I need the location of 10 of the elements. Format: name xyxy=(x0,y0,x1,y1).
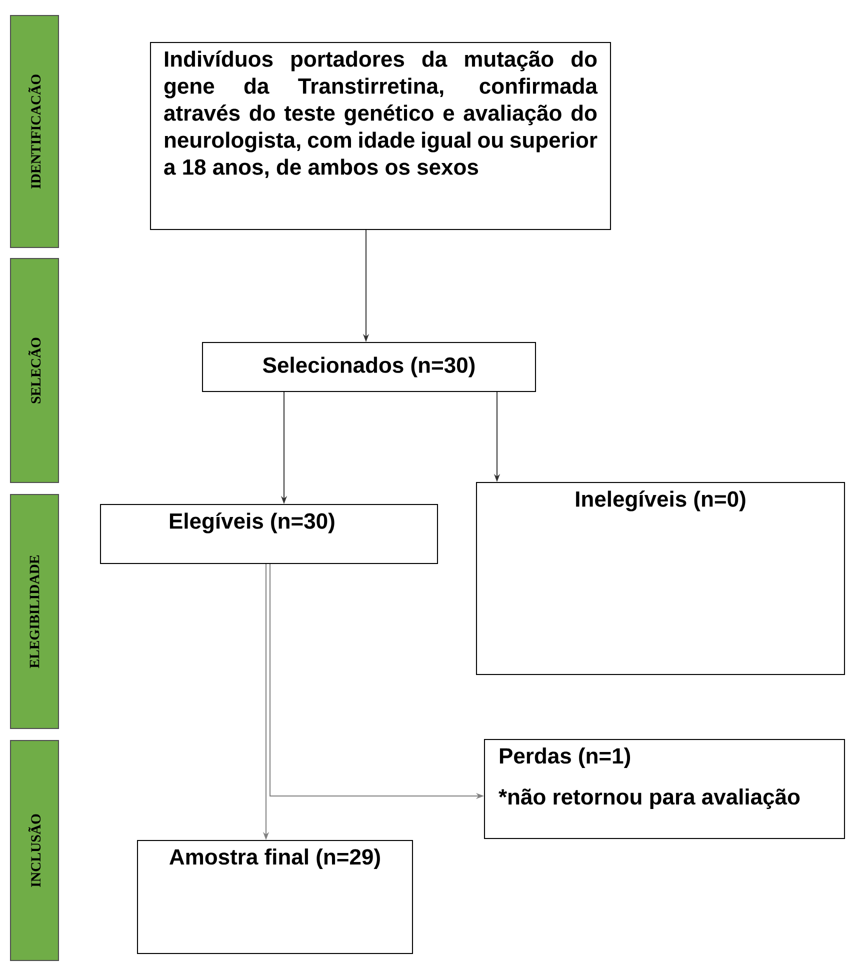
process-box: Amostra final (n=29) xyxy=(137,840,413,954)
process-box: Perdas (n=1) *não retornou para avaliação xyxy=(484,739,845,839)
process-box: Indivíduos portadores da mutação do gene da Transtirretina, confirmada através do teste genético e avaliação do neurologista, com idade igual ou superior a 18 anos, de ambos os sexos xyxy=(150,42,611,230)
section-band: ELEGIBILIDADE xyxy=(10,494,59,729)
section-band: IDENTIFICACÃO xyxy=(10,15,59,248)
process-box: Selecionados (n=30) xyxy=(202,342,536,392)
section-band: INCLUSÃO xyxy=(10,740,59,961)
process-box: Inelegíveis (n=0) xyxy=(476,482,845,675)
section-band: SELECÃO xyxy=(10,258,59,483)
process-box: Elegíveis (n=30) xyxy=(100,504,438,564)
